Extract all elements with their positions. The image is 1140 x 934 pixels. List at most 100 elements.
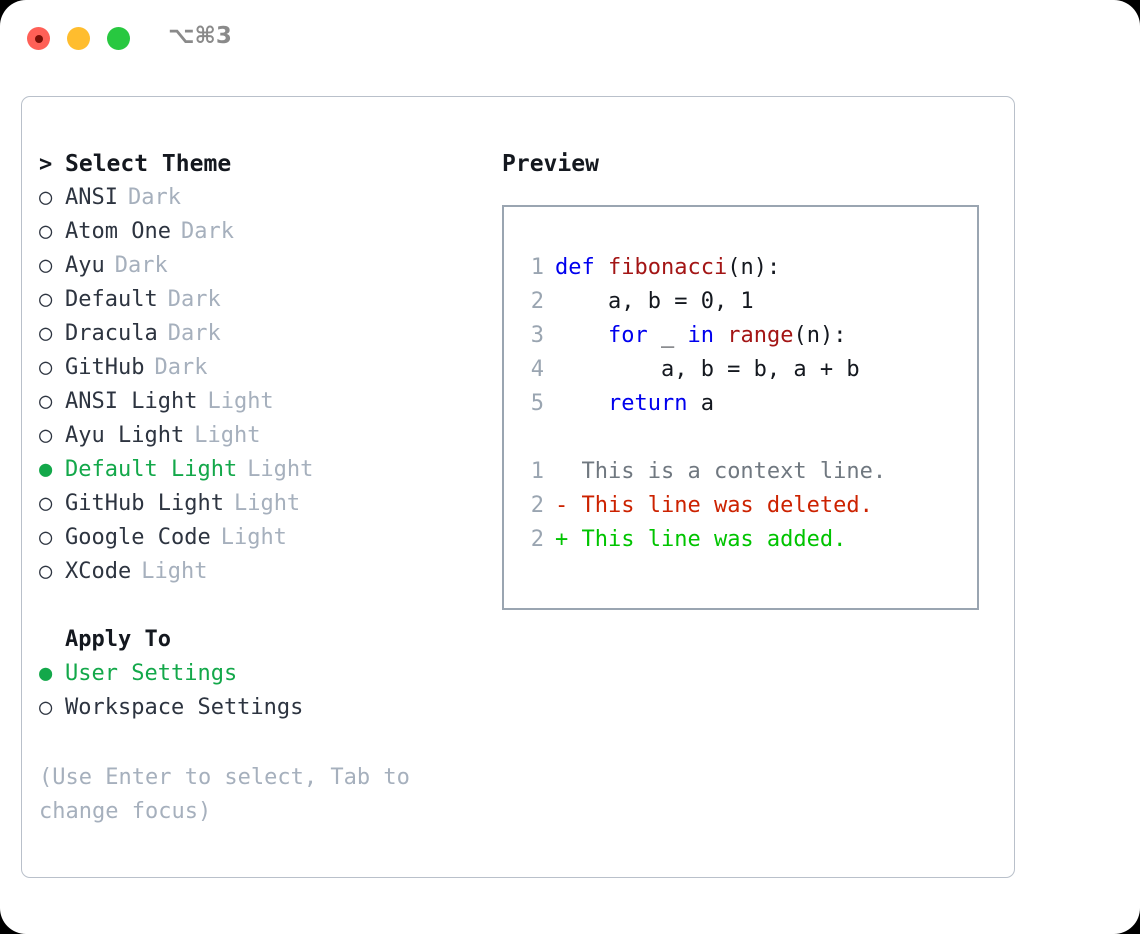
theme-option-label: Ayu Light [65,423,185,448]
line-number: 2 [530,289,544,314]
code-token: range [727,323,794,348]
radio-unselected-icon[interactable]: ○ [39,525,53,550]
code-line: 1 def fibonacci(n): [522,251,886,285]
apply-to-option-label: Workspace Settings [65,695,304,720]
theme-option-variant-tag: Dark [114,253,168,278]
minimize-window-button[interactable] [67,27,90,50]
code-token: def [555,255,608,280]
theme-option-label: ANSI Light [65,389,198,414]
radio-unselected-icon[interactable]: ○ [39,389,53,414]
diff-line: 2- This line was deleted. [522,489,886,523]
code-token: _ [647,323,688,348]
theme-option-row[interactable]: ● Default Light Light [39,453,479,487]
keyboard-shortcut-label: ⌥⌘3 [168,23,232,49]
line-number: 3 [530,323,544,348]
radio-unselected-icon[interactable]: ○ [39,321,53,346]
theme-option-row[interactable]: ○ Dracula Dark [39,317,479,351]
theme-option-label: Google Code [65,525,211,550]
preview-title: Preview [502,151,599,177]
radio-unselected-icon[interactable]: ○ [39,695,53,720]
apply-to-option-row[interactable]: ○ Workspace Settings [39,691,479,725]
code-token: fibonacci [607,255,728,280]
theme-option-variant-tag: Light [220,525,287,550]
radio-unselected-icon[interactable]: ○ [39,253,53,278]
radio-unselected-icon[interactable]: ○ [39,355,53,380]
code-token [714,323,727,348]
theme-option-label: GitHub [65,355,145,380]
line-number: 5 [530,391,544,416]
code-token: return [607,391,688,416]
close-window-button[interactable] [27,27,50,50]
diff-text: This line was deleted. [568,493,873,518]
section-spacer [39,589,479,623]
code-line: 5 return a [522,387,886,421]
code-line: 4 a, b = b, a + b [522,353,886,387]
radio-selected-icon[interactable]: ● [39,661,53,686]
prompt-caret-icon: > [39,152,53,177]
theme-option-variant-tag: Dark [167,287,221,312]
theme-option-variant-tag: Dark [154,355,208,380]
radio-unselected-icon[interactable]: ○ [39,185,53,210]
radio-unselected-icon[interactable]: ○ [39,491,53,516]
apply-to-option-label: User Settings [65,661,238,686]
theme-option-row[interactable]: ○ GitHub Dark [39,351,479,385]
theme-option-label: GitHub Light [65,491,224,516]
diff-marker [555,459,568,484]
code-token: a, b = 0, 1 [555,289,754,314]
diff-line: 2+ This line was added. [522,523,886,557]
theme-option-variant-tag: Dark [127,185,181,210]
theme-option-label: Dracula [65,321,158,346]
code-token: (n): [793,323,847,348]
theme-option-row[interactable]: ○ Default Dark [39,283,479,317]
theme-picker-title: Select Theme [65,151,232,177]
radio-unselected-icon[interactable]: ○ [39,423,53,448]
radio-unselected-icon[interactable]: ○ [39,287,53,312]
diff-marker: - [555,493,569,518]
theme-option-label: Default [65,287,158,312]
line-number: 1 [530,255,544,280]
radio-selected-icon[interactable]: ● [39,457,53,482]
code-token: for [607,323,648,348]
theme-option-variant-tag: Dark [167,321,221,346]
theme-option-row[interactable]: ○ Google Code Light [39,521,479,555]
diff-text: This line was added. [568,527,847,552]
maximize-window-button[interactable] [107,27,130,50]
theme-option-row[interactable]: ○ ANSI Dark [39,181,479,215]
code-blank-line [522,421,886,455]
theme-option-variant-tag: Light [233,491,301,516]
title-bar: ⌥⌘3 [0,0,1140,78]
line-number: 2 [530,527,544,552]
line-number: 1 [530,459,544,484]
theme-option-label: Atom One [65,219,171,244]
diff-text: This is a context line. [568,459,887,484]
code-token: in [687,323,714,348]
theme-option-variant-tag: Light [141,559,208,584]
code-line: 2 a, b = 0, 1 [522,285,886,319]
theme-option-label: Default Light [65,457,238,482]
apply-to-option-row[interactable]: ● User Settings [39,657,479,691]
theme-picker-header: > Select Theme [39,147,479,181]
theme-option-variant-tag: Light [247,457,314,482]
radio-unselected-icon[interactable]: ○ [39,559,53,584]
apply-to-heading: Apply To [65,627,171,652]
radio-unselected-icon[interactable]: ○ [39,219,53,244]
code-token [555,391,608,416]
code-token [555,323,608,348]
code-token: (n): [727,255,781,280]
keyboard-hint-text: (Use Enter to select, Tab to change focu… [39,765,410,824]
line-number: 2 [530,493,544,518]
theme-option-row[interactable]: ○ GitHub Light Light [39,487,479,521]
diff-line: 1 This is a context line. [522,455,886,489]
theme-option-label: ANSI [65,185,118,210]
